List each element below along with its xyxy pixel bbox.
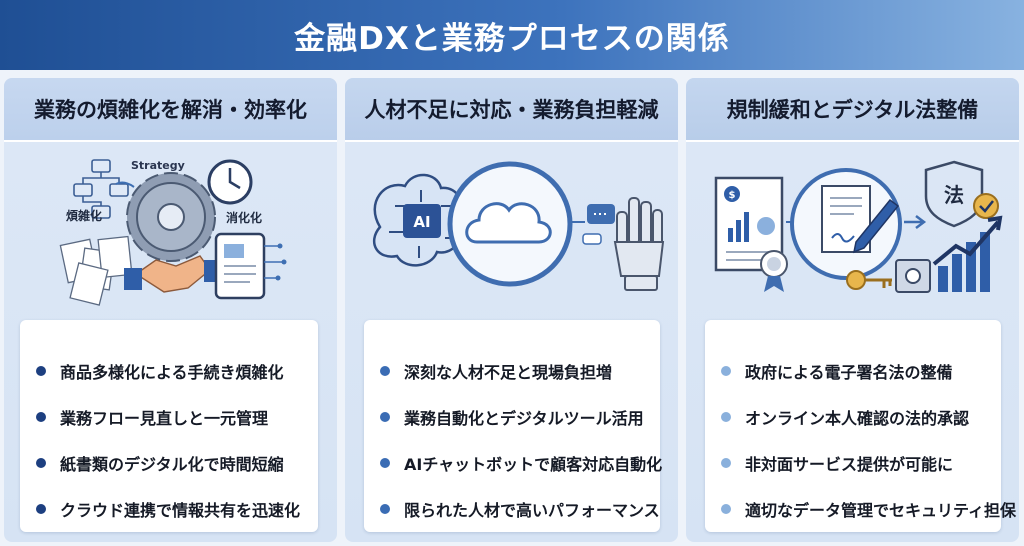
law-shield-icon: 法 — [924, 160, 984, 228]
ai-label: AI — [413, 213, 430, 231]
list-item-text: 深刻な人材不足と現場負担増 — [404, 363, 613, 382]
bullet-list-card: 政府による電子署名法の整備 オンライン本人確認の法的承認 非対面サービス提供が可… — [705, 320, 1016, 532]
list-item: 非対面サービス提供が可能に — [721, 440, 1001, 486]
bullet-dot — [36, 366, 46, 376]
list-item: 業務自動化とデジタルツール活用 — [380, 394, 660, 440]
strategy-label: Strategy — [131, 159, 185, 172]
bullet-dot — [36, 458, 46, 468]
complex-label: 煩雑化 — [66, 208, 102, 223]
list-item-text: オンライン本人確認の法的承認 — [745, 409, 970, 428]
column-heading: 業務の煩雑化を解消・効率化 — [34, 98, 307, 122]
list-item: 業務フロー見直しと一元管理 — [36, 394, 318, 440]
law-label: 法 — [944, 183, 964, 207]
list-item-text: 紙書類のデジタル化で時間短縮 — [60, 455, 284, 474]
column-heading: 人材不足に対応・業務負担軽減 — [364, 98, 659, 122]
growth-chart-icon — [932, 215, 1003, 292]
regulation-illustration: $ — [714, 160, 1003, 293]
pen-icon — [852, 198, 900, 254]
list-item-text: 適切なデータ管理でセキュリティ担保 — [745, 501, 1017, 520]
tablet-icon — [214, 232, 287, 300]
bullet-dot — [380, 504, 390, 514]
list-item-text: 政府による電子署名法の整備 — [745, 363, 953, 382]
clock-icon — [207, 159, 253, 205]
page-title: 金融DXと業務プロセスの関係 — [294, 20, 730, 57]
gear-icon — [126, 172, 216, 262]
workforce-illustration: AI — [373, 161, 665, 291]
column-workforce: 人材不足に対応・業務負担軽減 AI — [345, 78, 678, 542]
list-item: 限られた人材で高いパフォーマンス — [380, 486, 660, 532]
list-item: 商品多様化による手続き煩雑化 — [36, 348, 318, 394]
chat-bubble-icon — [582, 204, 615, 245]
bullet-dot — [380, 412, 390, 422]
list-item-text: 商品多様化による手続き煩雑化 — [60, 363, 284, 382]
list-item-text: 非対面サービス提供が可能に — [745, 455, 954, 474]
bullet-list-card: 商品多様化による手続き煩雑化 業務フロー見直しと一元管理 紙書類のデジタル化で時… — [20, 320, 318, 532]
gold-badge-icon — [973, 193, 999, 219]
column-heading-bar: 規制緩和とデジタル法整備 — [686, 78, 1019, 142]
column-heading: 規制緩和とデジタル法整備 — [726, 98, 979, 122]
list-item: クラウド連携で情報共有を迅速化 — [36, 486, 318, 532]
list-item-text: 業務フロー見直しと一元管理 — [60, 409, 269, 428]
dollar-label: $ — [729, 190, 736, 201]
list-item: オンライン本人確認の法的承認 — [721, 394, 1001, 440]
list-item: 適切なデータ管理でセキュリティ担保 — [721, 486, 1016, 532]
cloud-icon — [447, 161, 573, 287]
resolved-label: 消化化 — [226, 210, 262, 225]
bullet-list-card: 深刻な人材不足と現場負担増 業務自動化とデジタルツール活用 AIチャットボットで… — [364, 320, 663, 532]
list-item: 政府による電子署名法の整備 — [721, 348, 1001, 394]
robot-hand-icon — [613, 197, 665, 291]
bullet-dot — [721, 366, 731, 376]
bullet-dot — [36, 504, 46, 514]
list-item: 紙書類のデジタル化で時間短縮 — [36, 440, 318, 486]
arrow-icon — [115, 181, 135, 188]
column-heading-bar: 業務の煩雑化を解消・効率化 — [4, 78, 337, 142]
bullet-dot — [721, 504, 731, 514]
list-item-text: AIチャットボットで顧客対応自動化 — [404, 455, 663, 474]
column-heading-bar: 人材不足に対応・業務負担軽減 — [345, 78, 678, 142]
column-regulation: 規制緩和とデジタル法整備 $ — [686, 78, 1019, 542]
key-icon — [846, 270, 892, 290]
title-banner: 金融DXと業務プロセスの関係 — [0, 0, 1024, 70]
paper-pile-icon — [59, 235, 133, 306]
column-efficiency: 業務の煩雑化を解消・効率化 Strategy 煩雑化 消化化 — [4, 78, 337, 542]
bullet-dot — [721, 412, 731, 422]
list-item: AIチャットボットで顧客対応自動化 — [380, 440, 663, 486]
bullet-dot — [380, 458, 390, 468]
bullet-dot — [36, 412, 46, 422]
safe-icon — [895, 259, 931, 293]
arrow-icon — [904, 215, 927, 229]
process-efficiency-illustration: Strategy 煩雑化 消化化 — [59, 159, 287, 306]
handshake-icon — [124, 255, 222, 293]
list-item-text: 限られた人材で高いパフォーマンス — [404, 501, 660, 520]
bullet-dot — [380, 366, 390, 376]
award-ribbon-icon — [760, 250, 788, 292]
list-item-text: 業務自動化とデジタルツール活用 — [404, 409, 644, 428]
bullet-dot — [721, 458, 731, 468]
list-item: 深刻な人材不足と現場負担増 — [380, 348, 660, 394]
list-item-text: クラウド連携で情報共有を迅速化 — [60, 501, 301, 520]
